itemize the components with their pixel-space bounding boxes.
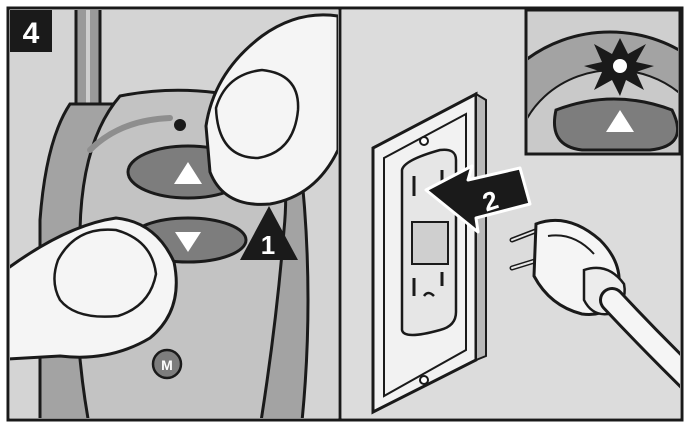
step-number: 4 (23, 17, 40, 50)
fingernail-bottom (54, 230, 156, 317)
mode-button-label: M (161, 357, 173, 373)
indicator-light (174, 119, 186, 131)
callout-1-label: 1 (261, 230, 275, 260)
mode-button[interactable]: M (153, 350, 181, 378)
step-badge: 4 (10, 10, 52, 52)
inset-indicator-light (613, 59, 627, 73)
left-panel: M 1 (0, 0, 338, 428)
